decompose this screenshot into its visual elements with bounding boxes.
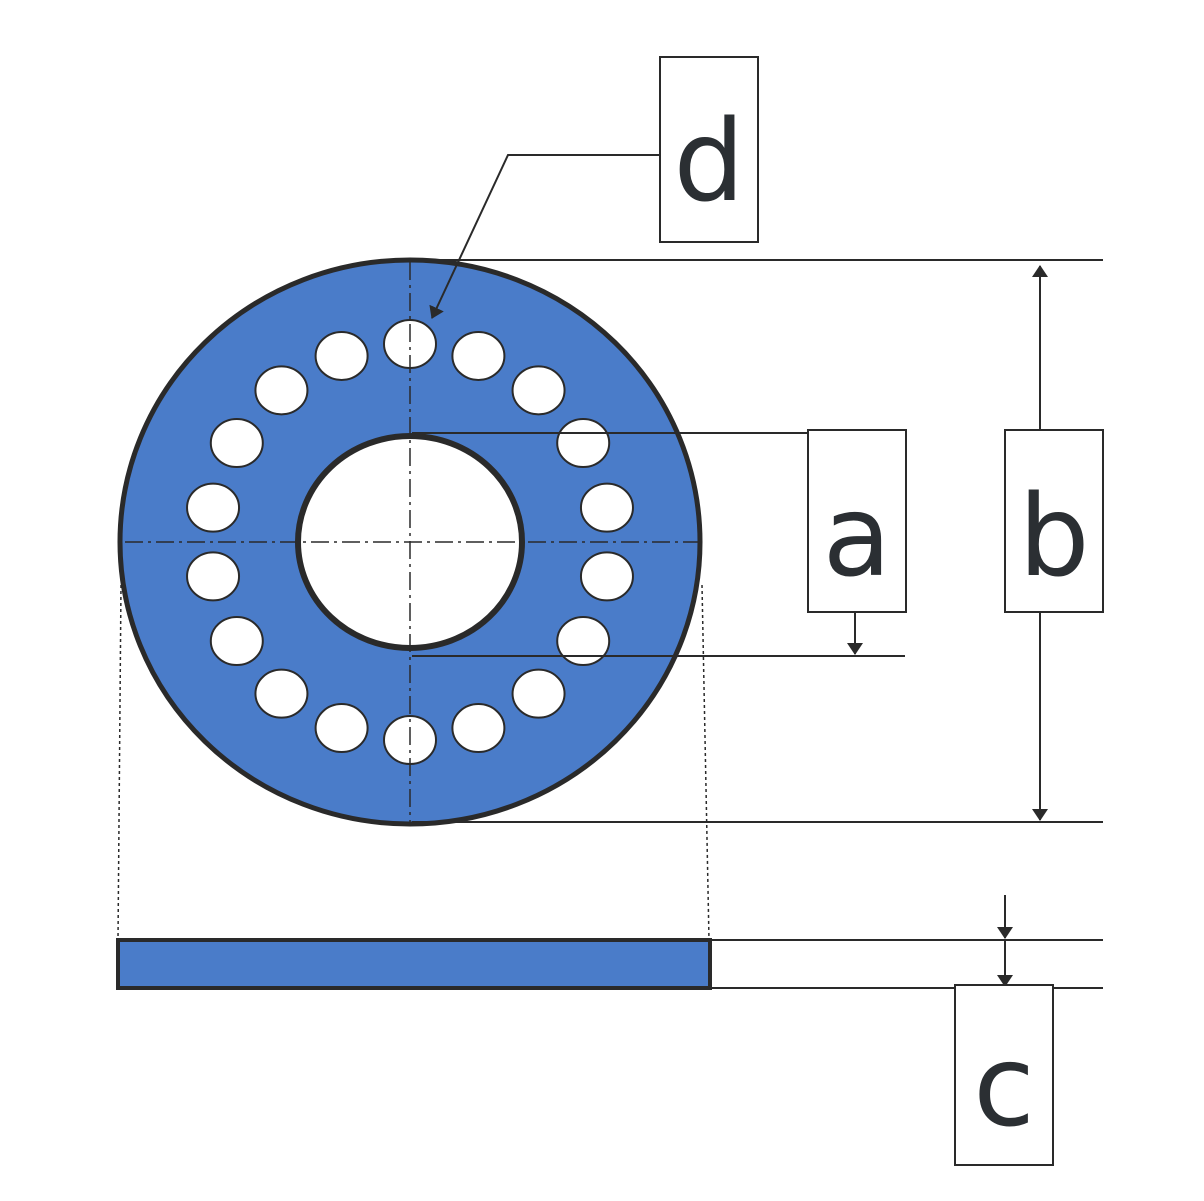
bolt-hole <box>451 703 506 754</box>
bolt-hole <box>186 551 241 602</box>
bolt-holes <box>186 319 634 765</box>
bolt-hole <box>579 551 634 602</box>
bolt-hole <box>186 482 241 533</box>
bolt-hole <box>254 668 309 719</box>
washer-top-view <box>117 257 703 827</box>
bolt-hole <box>579 482 634 533</box>
bolt-hole <box>511 668 566 719</box>
bolt-hole <box>511 365 566 416</box>
washer-side-view <box>116 938 712 990</box>
bolt-hole <box>556 418 611 468</box>
label-d: d <box>659 56 759 243</box>
bolt-hole <box>209 418 264 468</box>
bolt-hole <box>209 616 264 666</box>
label-a-text: a <box>823 472 892 602</box>
projection-line-left <box>117 584 122 941</box>
label-b: b <box>1004 429 1104 613</box>
label-c-text: c <box>973 1022 1035 1152</box>
label-b-text: b <box>1018 472 1089 602</box>
bolt-hole <box>254 365 309 416</box>
label-a: a <box>807 429 907 613</box>
dim-d-leader <box>429 154 660 319</box>
bolt-hole <box>314 703 369 754</box>
label-c: c <box>954 984 1054 1166</box>
bolt-hole <box>314 330 369 381</box>
projection-line-right <box>701 584 710 941</box>
label-d-text: d <box>673 97 744 227</box>
bolt-hole <box>556 616 611 666</box>
bolt-hole <box>451 330 506 381</box>
